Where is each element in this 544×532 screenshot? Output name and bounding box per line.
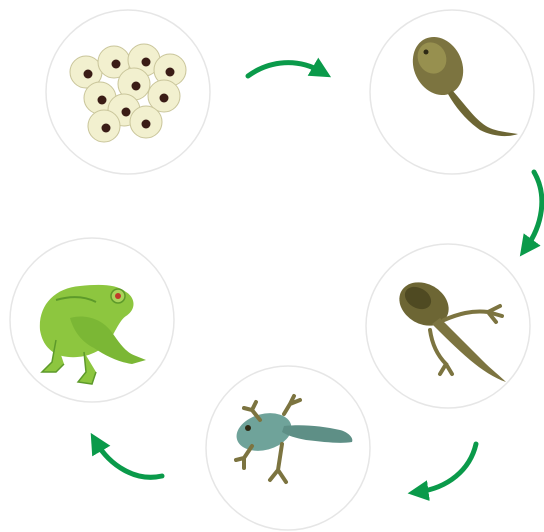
arrow-tadpole-to-tadpole-with-legs — [526, 172, 542, 248]
stage-froglet — [206, 366, 370, 530]
stage-adult-frog — [10, 238, 174, 402]
stage-eggs — [46, 10, 210, 174]
arrow-eggs-to-tadpole — [248, 63, 322, 76]
stage-tadpole — [370, 10, 534, 174]
arrow-tadpole-with-legs-to-froglet — [418, 444, 476, 492]
stage-froglet-circle — [206, 366, 370, 530]
arrow-froglet-to-adult-frog — [96, 442, 162, 477]
stage-tadpole-with-legs — [366, 244, 530, 408]
